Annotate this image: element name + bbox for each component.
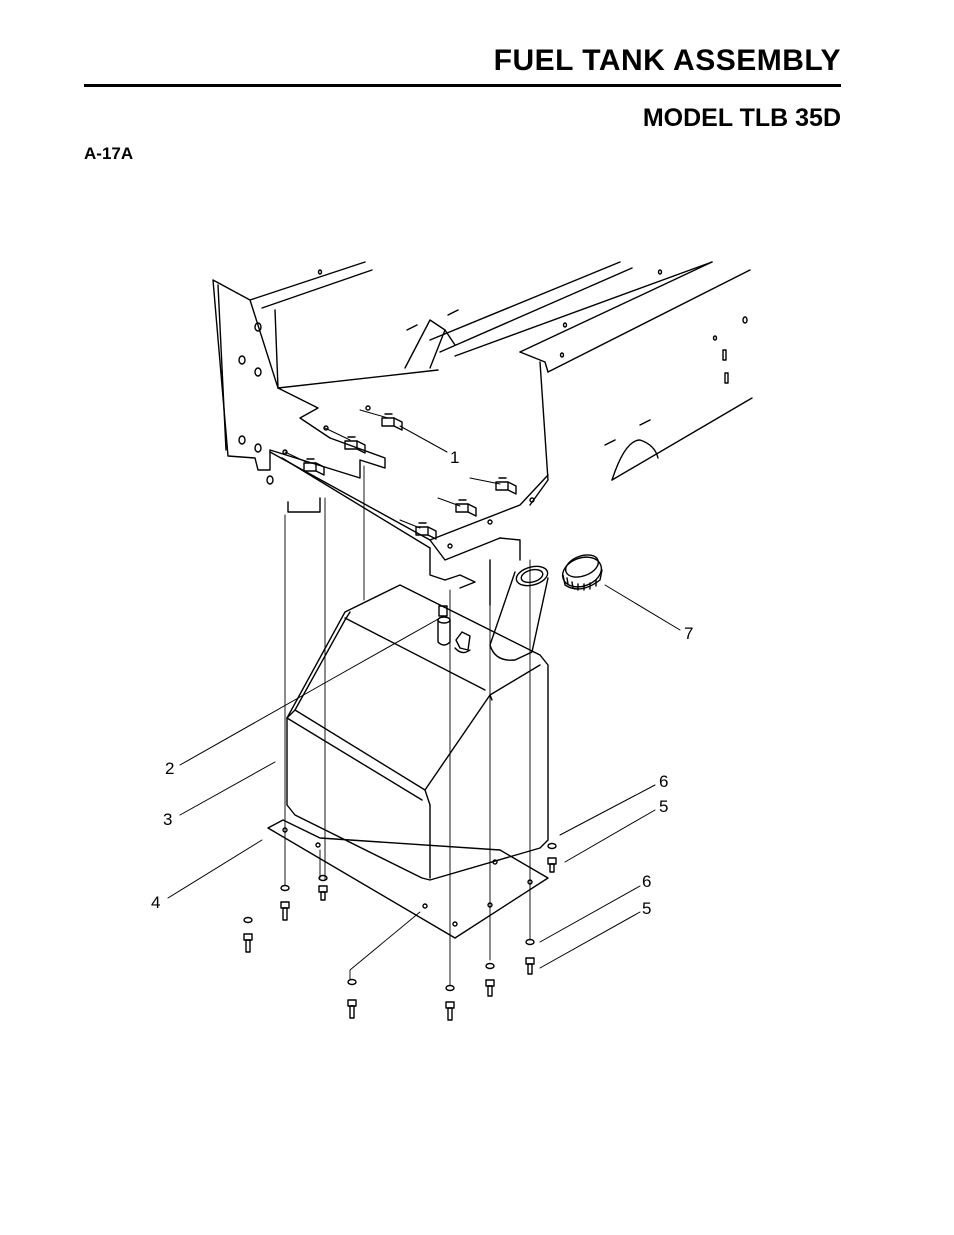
callout-3: 3 xyxy=(163,810,172,829)
filler-cap xyxy=(558,551,605,592)
callout-2: 2 xyxy=(165,759,174,778)
frame-assembly xyxy=(213,262,752,605)
callout-1: 1 xyxy=(450,448,459,467)
callout-5-upper: 5 xyxy=(659,797,668,816)
base-plate xyxy=(268,820,548,938)
alignment-lines xyxy=(285,466,530,985)
clamp-set xyxy=(283,406,534,548)
callout-7: 7 xyxy=(684,624,693,643)
callout-6-upper: 6 xyxy=(659,772,668,791)
callout-4: 4 xyxy=(151,893,160,912)
leader-lines xyxy=(168,426,680,968)
callout-5-lower: 5 xyxy=(642,899,651,918)
callout-6-lower: 6 xyxy=(642,872,651,891)
fuel-tank xyxy=(287,563,550,880)
fasteners xyxy=(244,844,556,1021)
